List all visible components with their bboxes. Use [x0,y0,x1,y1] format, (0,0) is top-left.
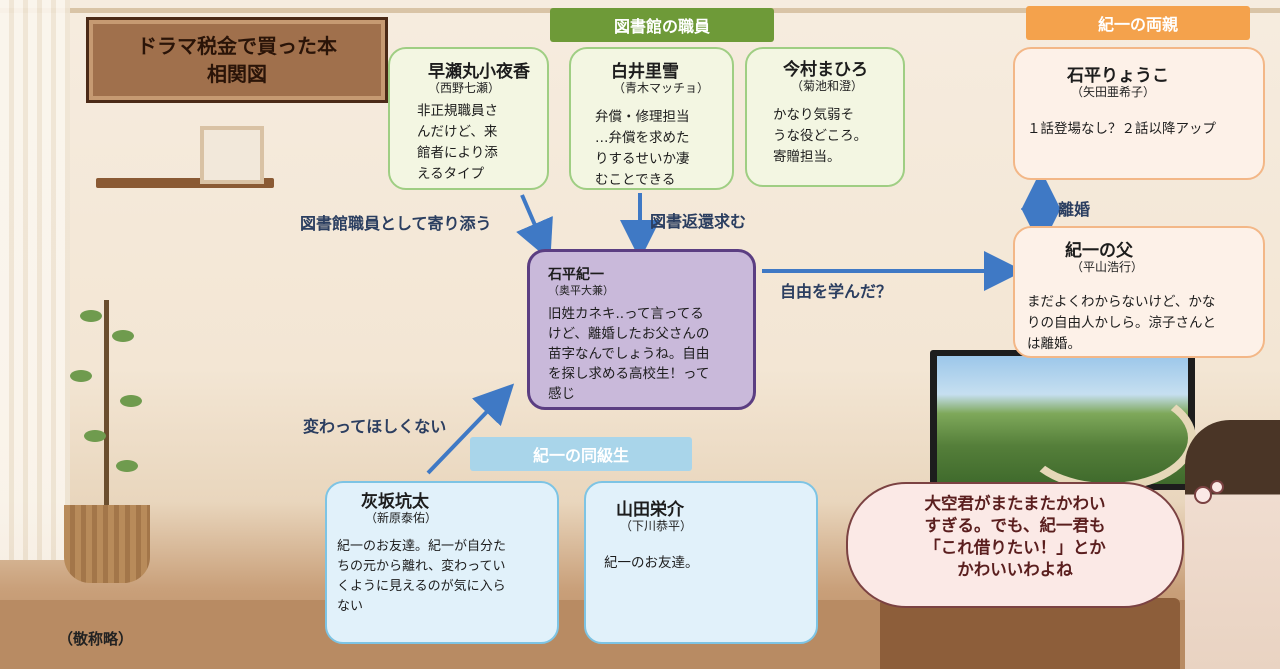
desc-line: んだけど、来 [417,124,498,140]
speech-bubble [846,482,1184,608]
desc-line: りの自由人かしら。涼子さんと [1027,315,1216,331]
desc-line: 非正規職員さ [417,103,498,119]
desc-line: 弁償・修理担当 [595,109,690,125]
plant-leaf-image [120,395,142,407]
desc-line: 紀一のお友達。紀一が自分た [337,539,507,554]
card-haisaka-desc: 紀一のお友達。紀一が自分た ちの元から離れ、変わってい くように見えるのが気に入… [337,537,506,617]
picture-frame-image [200,126,264,184]
plant-leaf-image [112,330,134,342]
card-hayase: 早瀬丸小夜香 （西野七瀬） 非正規職員さ んだけど、来 館者により添 えるタイプ [388,47,549,190]
desc-line: ちの元から離れ、変わってい [337,559,506,574]
bubble-line: 「これ借りたい！」とか [924,538,1106,557]
plant-leaf-image [84,430,106,442]
card-yamada: 山田栄介 （下川恭平） 紀一のお友達。 [584,481,818,644]
curtain-image [0,0,70,560]
desc-line: 苗字なんでしょうね。自由 [548,346,710,362]
card-imamura-name: 今村まひろ [783,60,868,80]
card-shirai: 白井里雪 （青木マッチョ） 弁償・修理担当 …弁償を求めた りするせいか凄 むこ… [569,47,734,190]
header-staff-label: 図書館の職員 [613,17,710,36]
bubble-line: 大空君がまたまたかわい [924,494,1106,513]
desc-line: むことできる [595,172,676,188]
card-kiichi-actor: （奥平大兼） [548,284,614,297]
plant-leaf-image [80,310,102,322]
card-father-desc: まだよくわからないけど、かな りの自由人かしら。涼子さんと は離婚。 [1027,292,1216,355]
viewer-person-image [1185,420,1280,669]
card-father-name: 紀一の父 [1065,241,1133,261]
card-hayase-actor: （西野七瀬） [428,81,501,95]
title-plate: ドラマ税金で買った本 相関図 [86,17,388,103]
desc-line: かなり気弱そ [773,107,854,123]
card-haisaka: 灰坂坑太 （新原泰佑） 紀一のお友達。紀一が自分た ちの元から離れ、変わってい … [325,481,559,644]
desc-line: りするせいか凄 [595,151,690,167]
relation-label-shirai: 図書返還求む [650,212,747,231]
desc-line: 旧姓カネキ..って言ってる [548,306,704,322]
card-ryoko-desc: １話登場なし？２話以降アップ [1027,119,1216,140]
title-line-1: ドラマ税金で買った本 [137,34,337,58]
card-hayase-desc: 非正規職員さ んだけど、来 館者により添 えるタイプ [417,101,498,185]
header-classmates: 紀一の同級生 [470,437,692,471]
bubble-line: かわいいわよね [957,560,1073,579]
card-father-actor: （平山浩行） [1071,260,1144,274]
speech-bubble-text: 大空君がまたまたかわい すぎる。でも、紀一君も 「これ借りたい！」とか かわいい… [870,493,1160,581]
card-ryoko: 石平りょうこ （矢田亜希子） １話登場なし？２話以降アップ [1013,47,1265,180]
honorific-note: （敬称略） [58,630,134,648]
desc-line: 感じ [548,386,575,402]
card-yamada-desc: 紀一のお友達。 [604,553,699,574]
card-father: 紀一の父 （平山浩行） まだよくわからないけど、かな りの自由人かしら。涼子さん… [1013,226,1265,358]
relation-label-divorce: 離婚 [1058,200,1091,219]
header-classmates-label: 紀一の同級生 [532,446,629,465]
card-shirai-desc: 弁償・修理担当 …弁償を求めた りするせいか凄 むことできる [595,107,690,191]
card-kiichi-name: 石平紀一 [548,267,604,283]
card-haisaka-actor: （新原泰佑） [365,511,438,525]
relation-label-father: 自由を学んだ？ [780,282,893,301]
card-haisaka-name: 灰坂坑太 [361,492,429,512]
desc-line: は離婚。 [1027,336,1081,352]
desc-line: くように見えるのが気に入ら [337,579,506,594]
wall-shelf-image [96,178,274,188]
desc-line: まだよくわからないけど、かな [1027,294,1216,310]
arrow-haisaka-to-kiichi [426,383,515,475]
desc-line: 寄贈担当。 [773,149,841,165]
desc-line: けど、離婚したお父さんの [548,326,710,342]
card-yamada-name: 山田栄介 [616,500,684,520]
card-shirai-actor: （青木マッチョ） [613,81,710,95]
card-imamura-actor: （菊池和澄） [791,79,864,93]
card-kiichi: 石平紀一 （奥平大兼） 旧姓カネキ..って言ってる けど、離婚したお父さんの 苗… [527,249,756,410]
card-yamada-actor: （下川恭平） [620,519,693,533]
plant-leaf-image [116,460,138,472]
arrow-hayase-to-kiichi [516,194,553,261]
desc-line: …弁償を求めた [595,130,690,146]
desc-line: 館者により添 [417,145,498,161]
plant-pot-image [64,505,150,583]
card-imamura: 今村まひろ （菊池和澄） かなり気弱そ うな役どころ。 寄贈担当。 [745,47,905,187]
relation-label-hayase: 図書館職員として寄り添う [300,214,492,233]
bubble-dot [1194,486,1212,504]
bubble-dot [1210,480,1224,494]
title-line-2: 相関図 [207,62,267,86]
card-kiichi-desc: 旧姓カネキ..って言ってる けど、離婚したお父さんの 苗字なんでしょうね。自由 … [548,304,709,404]
card-hayase-name: 早瀬丸小夜香 [428,62,530,82]
relation-label-haisaka: 変わってほしくない [303,417,447,436]
desc-line: 紀一のお友達。 [604,555,699,571]
header-parents-label: 紀一の両親 [1097,15,1178,34]
card-ryoko-actor: （矢田亜希子） [1071,85,1156,99]
card-imamura-desc: かなり気弱そ うな役どころ。 寄贈担当。 [773,105,867,168]
desc-line: を探し求める高校生！って [548,366,710,382]
bubble-line: すぎる。でも、紀一君も [924,516,1106,535]
table-image [880,598,1180,669]
card-ryoko-name: 石平りょうこ [1067,66,1169,86]
desc-line: えるタイプ [417,166,485,182]
desc-line: ない [337,599,364,614]
header-parents: 紀一の両親 [1026,6,1250,40]
header-staff: 図書館の職員 [550,8,774,42]
plant-leaf-image [70,370,92,382]
desc-line: うな役どころ。 [773,128,868,144]
plant-trunk-image [104,300,109,510]
card-shirai-name: 白井里雪 [611,62,679,82]
desc-line: １話登場なし？２話以降アップ [1027,121,1216,137]
